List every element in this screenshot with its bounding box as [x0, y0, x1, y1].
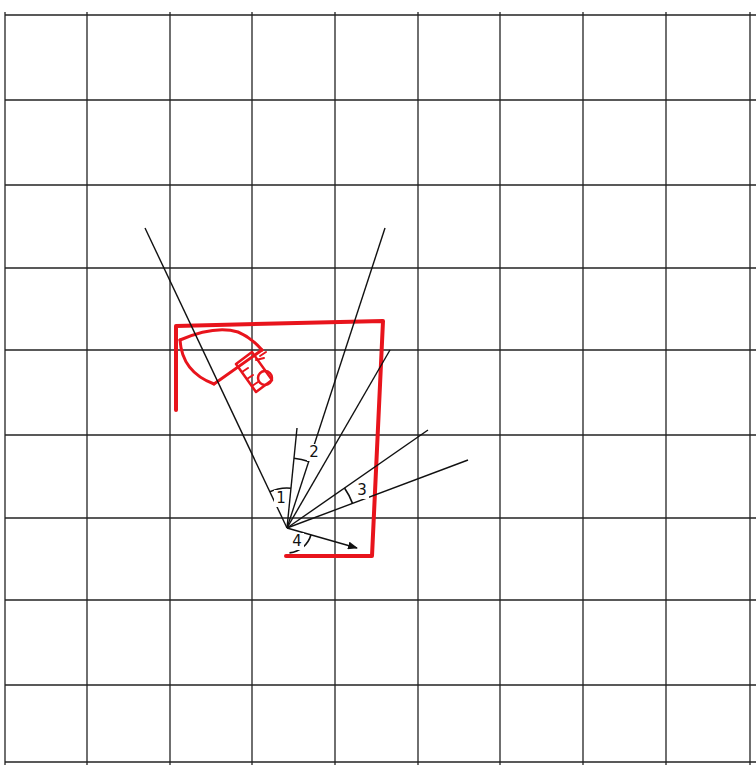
- grid-line: [5, 517, 756, 518]
- grid-paper: [5, 12, 756, 765]
- grid-line: [665, 12, 666, 765]
- grid-line: [5, 267, 756, 268]
- angle-number: 2: [307, 444, 321, 461]
- grid-line: [5, 434, 756, 435]
- angle-arcs: [270, 458, 353, 553]
- grid-line: [5, 14, 756, 15]
- grid-line: [86, 12, 87, 765]
- room-outline: [176, 321, 383, 556]
- grid-line: [749, 12, 750, 765]
- angle-number: 1: [274, 490, 288, 507]
- grid-line: [5, 761, 756, 762]
- grid-line: [582, 12, 583, 765]
- grid-line: [5, 599, 756, 600]
- grid-line: [169, 12, 170, 765]
- angle-number: 4: [290, 533, 304, 550]
- grid-line: [499, 12, 500, 765]
- grid-line: [417, 12, 418, 765]
- grid-line: [5, 184, 756, 185]
- angle-number: 3: [355, 482, 369, 499]
- grid-line: [334, 12, 335, 765]
- grid-line: [5, 684, 756, 685]
- grid-line: [5, 99, 756, 100]
- angle-rays: [145, 228, 468, 548]
- grid-line: [4, 12, 5, 765]
